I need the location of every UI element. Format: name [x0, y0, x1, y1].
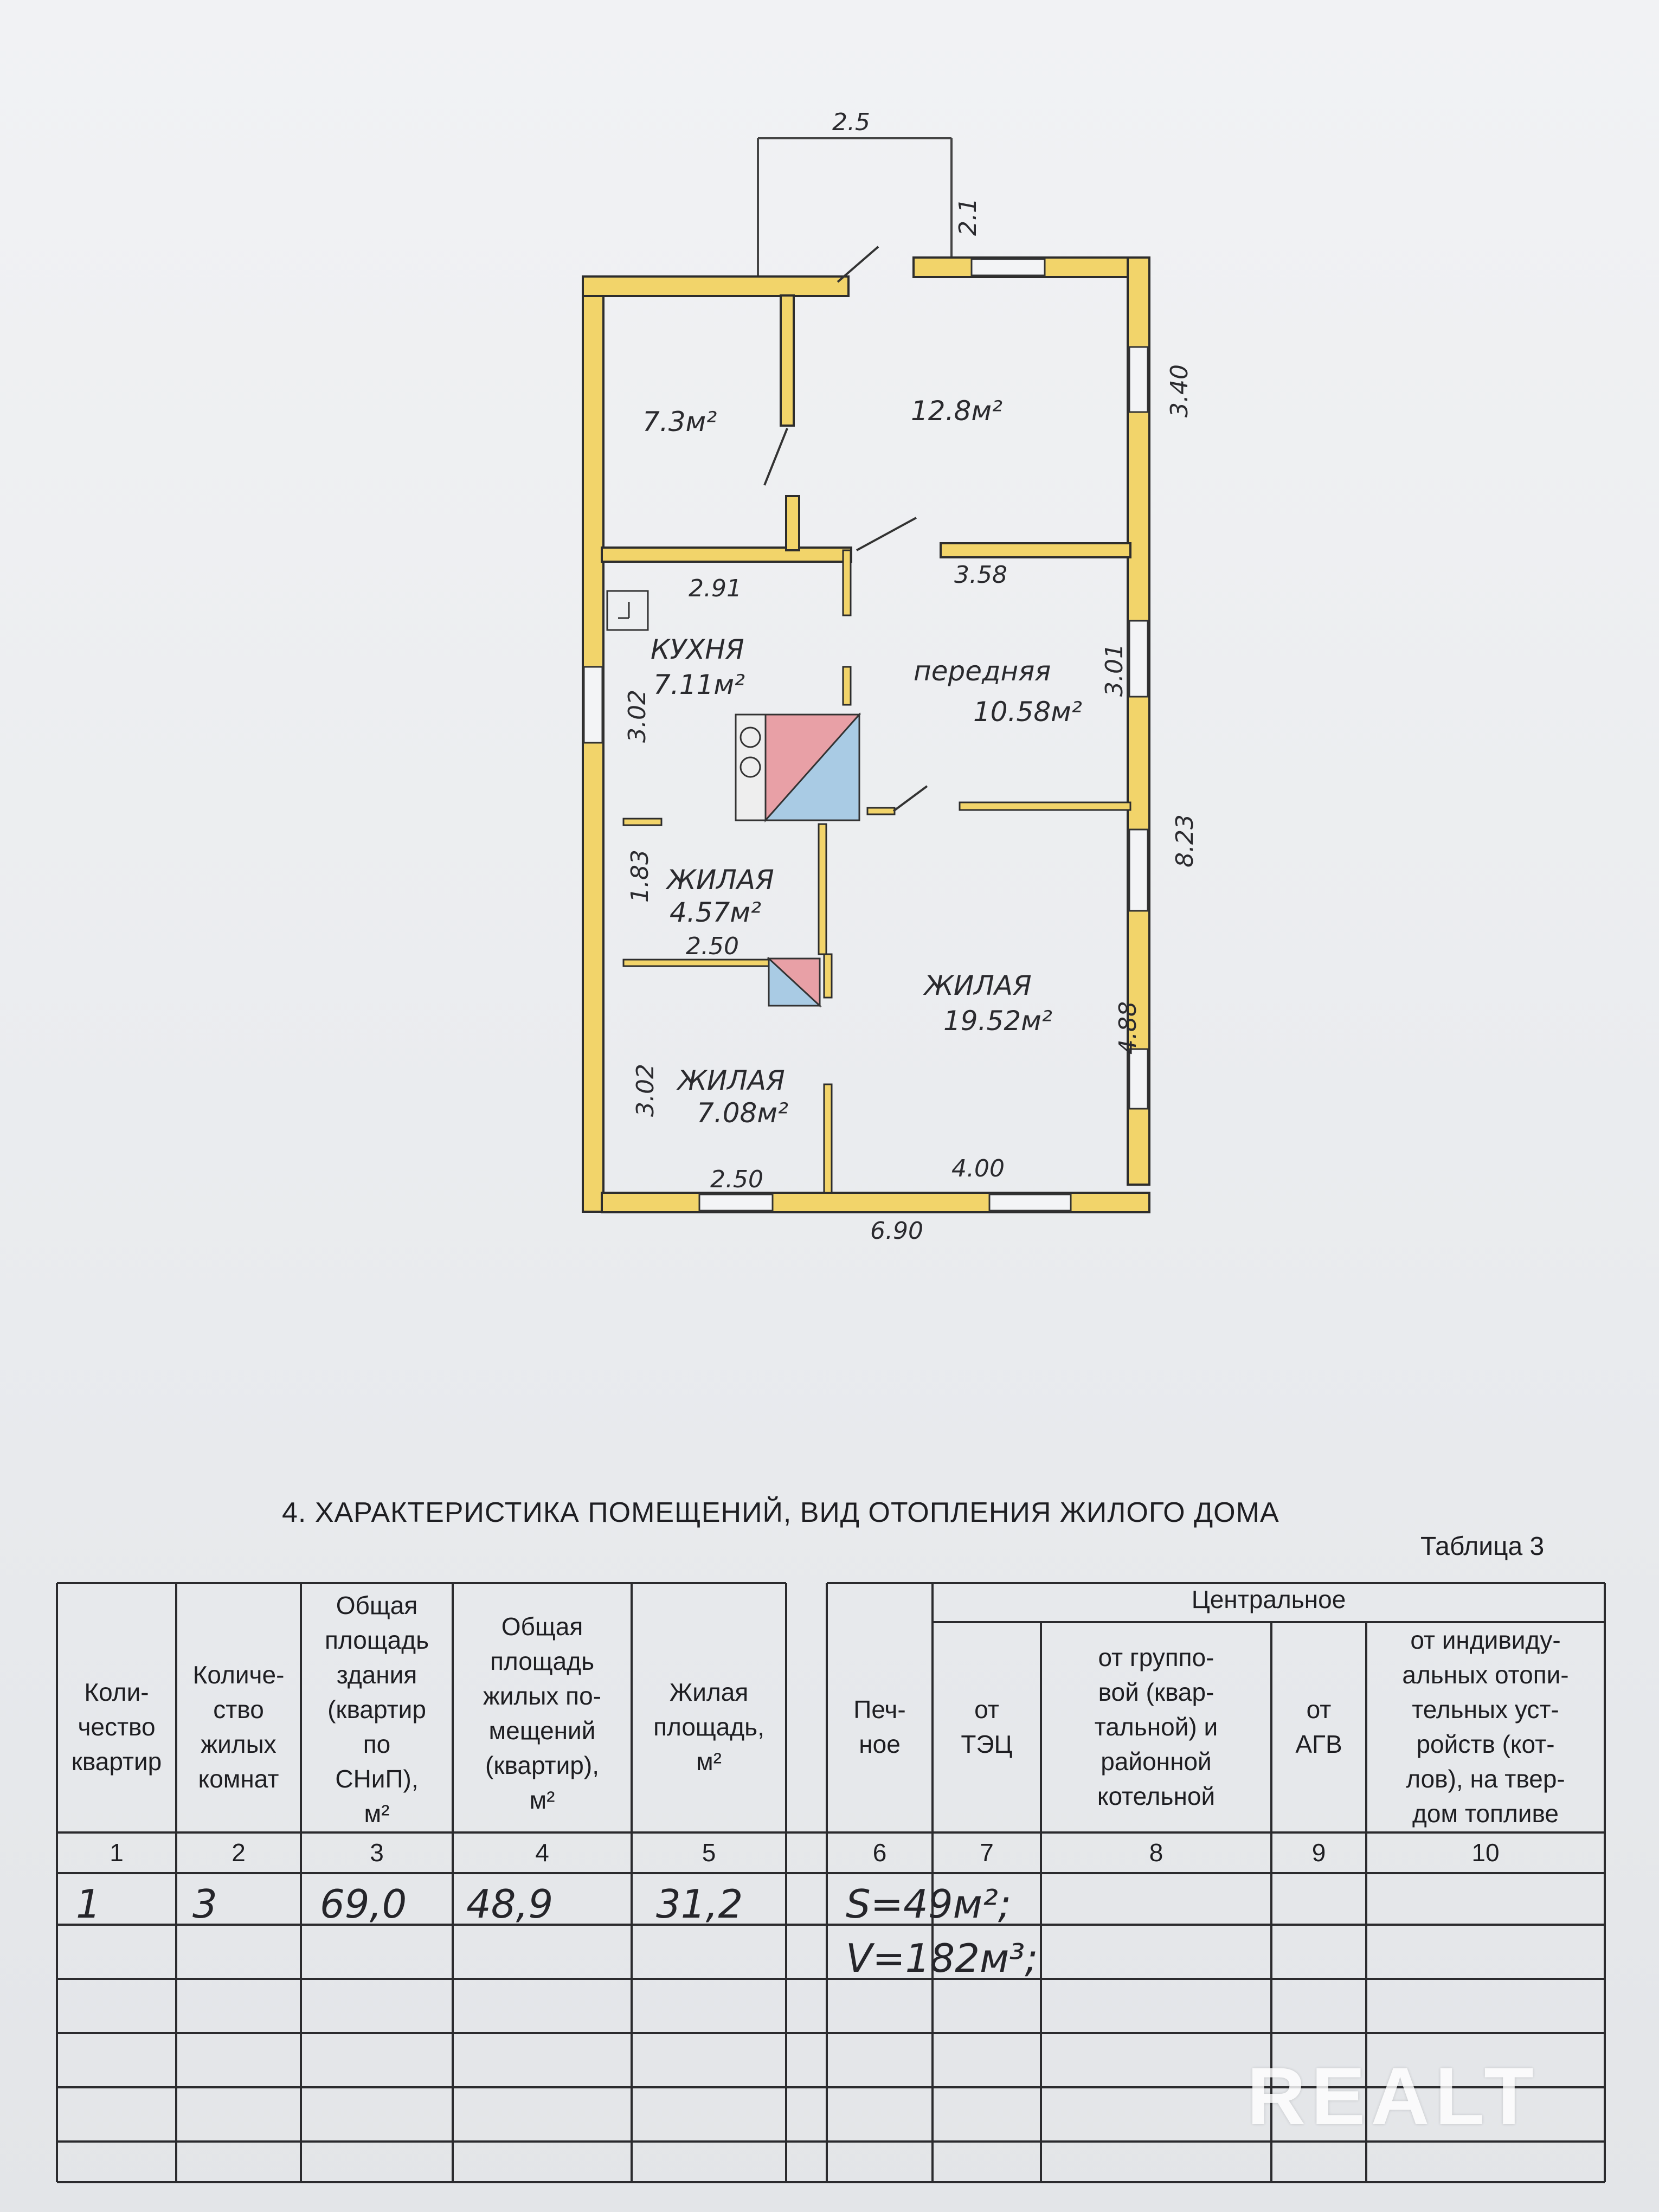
- value-residential-total: 48,9: [466, 1881, 554, 1927]
- watermark-logo: REALT: [1247, 2050, 1539, 2142]
- col-number-3: 3: [370, 1838, 384, 1867]
- room-hall-area: 10.58м²: [973, 696, 1082, 728]
- porch-outline: [757, 137, 953, 279]
- room-living2-name: ЖИЛАЯ: [923, 970, 1032, 1001]
- room-living1-area: 4.57м²: [670, 897, 761, 928]
- dim-left-mid: 1.83: [626, 850, 654, 903]
- stove: [735, 712, 861, 822]
- dim-left-lower: 3.02: [632, 1064, 659, 1117]
- dim-total-width: 6.90: [870, 1217, 923, 1245]
- col-number-6: 6: [872, 1838, 887, 1867]
- dim-left-upper: 3.02: [623, 690, 651, 743]
- header-central: Центральное: [1191, 1585, 1346, 1613]
- room-living3-name: ЖИЛАЯ: [676, 1065, 785, 1096]
- room-living1-name: ЖИЛАЯ: [665, 864, 774, 896]
- dim-bottom-right: 4.00: [951, 1155, 1005, 1182]
- dim-right-lower: 4.88: [1114, 1001, 1142, 1054]
- heater: [767, 956, 822, 1008]
- header-col-8: от группо- вой (квар- тальной) и районно…: [1094, 1643, 1218, 1810]
- table-grid: [56, 1582, 1606, 2183]
- room-labels: 7.3м² 12.8м² КУХНЯ 7.11м² передняя 10.58…: [642, 395, 1082, 1129]
- dim-bottom-left: 2.50: [710, 1166, 763, 1193]
- windows: [583, 258, 1149, 1212]
- interior-walls: [622, 549, 1131, 1194]
- room-living2-area: 19.52м²: [943, 1005, 1052, 1037]
- dim-right-total: 8.23: [1171, 814, 1199, 867]
- room-hall-name: передняя: [914, 655, 1051, 687]
- col-number-4: 4: [535, 1838, 549, 1867]
- room-vestibule-area: 12.8м²: [911, 395, 1002, 427]
- header-col-1: Коли- чество квартир: [71, 1678, 162, 1776]
- col-number-10: 10: [1471, 1838, 1500, 1867]
- floor-plan: 2.5 2.1 3.40 2.91 3.58 3.02 3.01 8.23 1.…: [582, 108, 1199, 1245]
- value-stove-area: S=49м²;: [846, 1881, 1012, 1927]
- value-total-area: 69,0: [320, 1881, 407, 1927]
- dim-porch-depth: 2.1: [954, 198, 982, 236]
- section-title: 4. ХАРАКТЕРИСТИКА ПОМЕЩЕНИЙ, ВИД ОТОПЛЕН…: [282, 1497, 1279, 1528]
- room-storage-area: 7.3м²: [642, 406, 717, 438]
- header-col-9: от АГВ: [1295, 1695, 1342, 1758]
- col-number-1: 1: [110, 1838, 124, 1867]
- header-col-4: Общая площадь жилых по- мещений (квартир…: [483, 1612, 601, 1814]
- col-number-5: 5: [702, 1838, 716, 1867]
- dim-right-upper: 3.01: [1101, 644, 1128, 697]
- value-rooms: 3: [192, 1881, 217, 1927]
- walls: [582, 256, 1150, 1213]
- col-number-2: 2: [232, 1838, 246, 1867]
- room-kitchen-area: 7.11м²: [653, 669, 745, 700]
- sink-icon: [606, 590, 649, 631]
- room-living3-area: 7.08м²: [697, 1097, 788, 1129]
- header-col-2: Количе- ство жилых комнат: [192, 1661, 285, 1793]
- header-col-10: от индивиду- альных отопи- тельных уст- …: [1402, 1626, 1569, 1828]
- col-number-8: 8: [1149, 1838, 1163, 1867]
- table-label: Таблица 3: [1420, 1532, 1545, 1561]
- doors: [763, 246, 928, 812]
- value-apartments: 1: [76, 1881, 101, 1927]
- header-col-5: Жилая площадь, м²: [653, 1678, 764, 1776]
- dim-porch-width: 2.5: [832, 108, 870, 136]
- dimension-labels: 2.5 2.1 3.40 2.91 3.58 3.02 3.01 8.23 1.…: [623, 108, 1199, 1245]
- col-number-9: 9: [1311, 1838, 1326, 1867]
- dim-top-left: 2.91: [689, 575, 742, 602]
- dim-top-mid: 3.58: [954, 561, 1007, 589]
- header-col-6: Печ- ное: [853, 1695, 906, 1758]
- dim-right-top: 3.40: [1166, 364, 1193, 417]
- col-number-7: 7: [980, 1838, 994, 1867]
- value-living-area: 31,2: [656, 1881, 743, 1927]
- value-stove-volume: V=182м³;: [846, 1935, 1038, 1981]
- room-kitchen-name: КУХНЯ: [651, 634, 744, 665]
- header-col-3: Общая площадь здания (квартир по СНиП), …: [324, 1591, 429, 1828]
- dim-mid-small: 2.50: [686, 933, 739, 960]
- header-col-7: от ТЭЦ: [961, 1695, 1013, 1758]
